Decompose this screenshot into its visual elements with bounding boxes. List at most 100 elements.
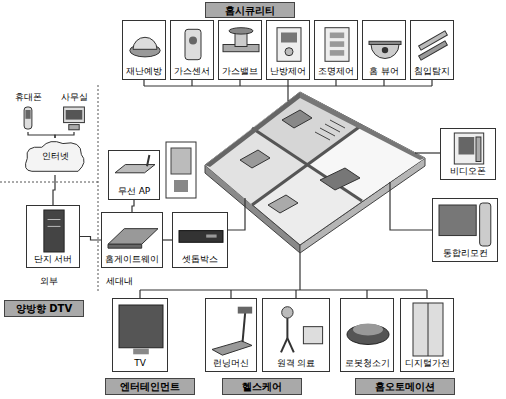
node-label: 홈 뷰어 — [369, 66, 399, 77]
device-box-picture — [111, 153, 159, 186]
person-body — [286, 318, 288, 338]
device-box: 단지 서버 — [26, 205, 80, 268]
network-wire — [426, 290, 427, 298]
detector-dome — [133, 37, 157, 49]
node-label: 홈시큐리티 — [225, 5, 275, 16]
node-label: 가스밸브 — [222, 66, 258, 77]
network-wire — [431, 80, 432, 86]
node-label: TV — [134, 358, 146, 369]
network-wire — [383, 80, 384, 86]
device-screen — [171, 148, 191, 174]
network-wire — [295, 290, 296, 298]
sensor-body — [185, 29, 201, 59]
person-leg — [287, 338, 293, 352]
device-box: 가스밸브 — [218, 20, 262, 80]
settop-box — [179, 231, 223, 243]
connector-line — [28, 132, 55, 138]
furniture — [320, 168, 360, 190]
control-panel — [277, 28, 301, 62]
device-box: 홈 뷰어 — [362, 20, 406, 80]
videophone-body — [454, 133, 483, 164]
device-box-picture — [365, 23, 405, 66]
network-wire — [366, 290, 367, 298]
network-wire — [287, 86, 288, 101]
device-box-picture — [29, 208, 79, 254]
boundary-lines — [0, 85, 98, 292]
node-label: 양방향 DTV — [16, 303, 72, 314]
furniture — [268, 195, 298, 213]
internet-cloud: 인터넷 — [22, 138, 88, 175]
network-wire — [228, 198, 245, 230]
treadmill-belt — [212, 341, 252, 355]
house-room — [205, 128, 307, 205]
area-label: 세대내 — [106, 276, 133, 287]
videophone-handset — [476, 137, 481, 162]
server-slot — [48, 226, 61, 227]
network-wire — [390, 182, 432, 230]
device-box-picture — [265, 301, 329, 358]
office-icon-picture — [54, 105, 94, 131]
node-label: 인터넷 — [42, 151, 69, 162]
device-box: 비디오폰 — [440, 128, 496, 180]
device-box: 런닝머신 — [205, 298, 257, 372]
device-box: 통합리모컨 — [432, 198, 498, 262]
control-panel — [325, 28, 349, 62]
cloud-shape — [25, 141, 84, 171]
device-box-picture — [173, 23, 213, 66]
house-illustration — [205, 92, 425, 253]
category-banner: 홈시큐리티 — [205, 2, 295, 18]
ap-body — [115, 165, 155, 173]
device-box-picture — [221, 23, 261, 66]
device-box-picture — [175, 215, 227, 254]
robot-body — [347, 325, 389, 345]
device-box: 가스센서 — [170, 20, 214, 80]
camera-base — [369, 41, 401, 44]
node-label: 런닝머신 — [213, 358, 249, 369]
device-box: 디지털가전 — [400, 298, 454, 372]
phone-icon: 휴대폰 — [8, 92, 48, 132]
connector-line — [132, 200, 134, 212]
stairs — [320, 128, 335, 136]
furniture — [282, 110, 312, 128]
device-box: 셋톱박스 — [172, 212, 228, 268]
device-box: 난방제어 — [266, 20, 310, 80]
videophone-screen — [459, 137, 475, 155]
device-frame — [166, 142, 196, 198]
category-banner: 홈오토메이션 — [355, 378, 455, 395]
node-label: 셋톱박스 — [182, 254, 218, 265]
house-back-wall — [300, 92, 425, 160]
network-wire — [287, 80, 288, 86]
node-label: 재난예방 — [126, 66, 162, 77]
valve-wheel — [229, 28, 253, 34]
network-wire — [299, 253, 300, 290]
node-label: 무선 AP — [118, 186, 150, 197]
monitor-screen — [66, 110, 83, 120]
device-box: 원격 의료 — [262, 298, 330, 372]
robot-top — [353, 324, 383, 336]
node-label: 비디오폰 — [450, 166, 486, 177]
treadmill-console — [238, 307, 252, 314]
device-box-picture — [413, 23, 453, 66]
device-box: 홈게이트웨이 — [101, 212, 163, 268]
node-label: 통합리모컨 — [443, 248, 488, 259]
ap-antenna — [147, 155, 149, 166]
node-label: 디지털가전 — [405, 358, 450, 369]
house-room — [307, 125, 425, 201]
network-wire — [239, 80, 240, 86]
server-slot — [48, 219, 61, 220]
gateway-front — [108, 244, 142, 248]
wall-pad-device — [166, 142, 196, 198]
device-box: TV — [112, 298, 168, 372]
network-wire — [140, 289, 427, 290]
boundary-line — [98, 85, 99, 292]
network-wire — [191, 80, 192, 86]
node-label: 가스센서 — [174, 66, 210, 77]
connector-line — [55, 132, 74, 138]
monitor — [64, 107, 85, 123]
camera-dome — [371, 45, 399, 59]
node-label: 원격 의료 — [277, 358, 316, 369]
tv-screen — [119, 305, 163, 348]
device-box-picture — [125, 23, 165, 66]
